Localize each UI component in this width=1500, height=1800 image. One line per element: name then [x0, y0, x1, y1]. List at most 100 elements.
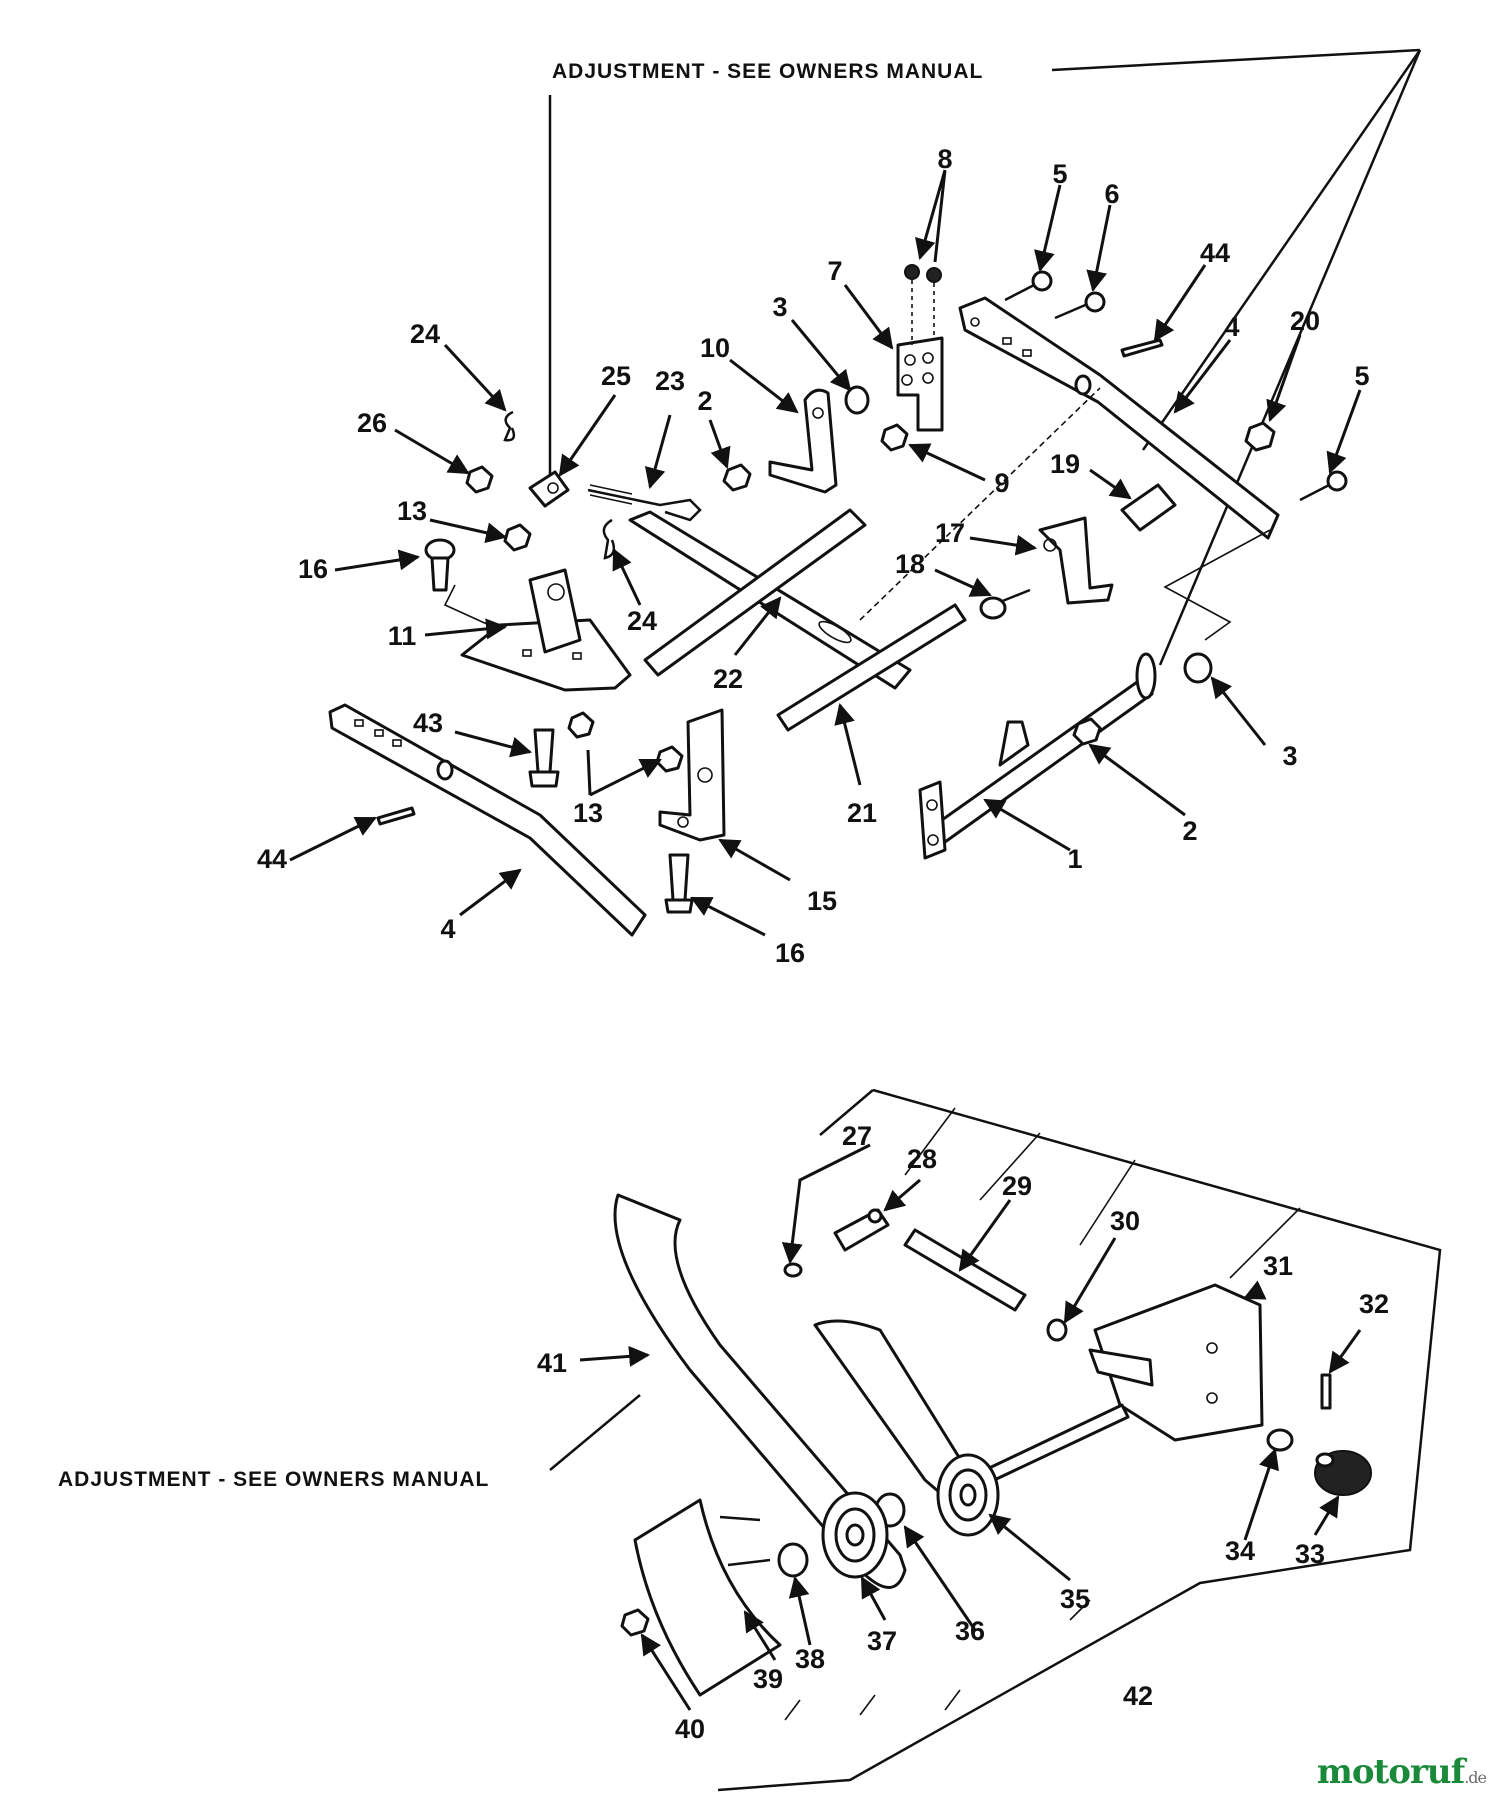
bottom-adjustment-heading: ADJUSTMENT - SEE OWNERS MANUAL: [58, 1468, 489, 1491]
callout-part-9: 9: [994, 468, 1009, 498]
bolt-part-16-lower: [664, 853, 694, 914]
callout-part-8: 8: [937, 144, 952, 174]
callout-part-7: 7: [827, 256, 842, 286]
bolt-part-43: [528, 728, 560, 788]
top-adjustment-heading: ADJUSTMENT - SEE OWNERS MANUAL: [552, 60, 983, 83]
pin-part-44-upper: [1120, 338, 1164, 358]
bracket-part-7: [896, 336, 944, 432]
callout-part-19: 19: [1050, 449, 1080, 479]
callout-part-5: 5: [1052, 159, 1067, 189]
callout-part-13: 13: [573, 798, 603, 828]
callout-part-16: 16: [775, 938, 805, 968]
bolt-part-16-upper: [424, 538, 456, 592]
screw-part-8: [904, 264, 942, 345]
spacer-part-3-lower: [1183, 652, 1213, 684]
callout-part-6: 6: [1104, 179, 1119, 209]
washer-part-34: [1266, 1428, 1294, 1452]
top-adjustment-leaders: [548, 48, 1422, 666]
bracket-part-15: [658, 708, 726, 842]
callout-part-43: 43: [413, 708, 443, 738]
connector-part-28: [833, 1208, 890, 1252]
callout-part-44: 44: [1200, 238, 1230, 268]
nut-part-13-lower: [655, 745, 684, 773]
callout-part-1: 1: [1067, 844, 1082, 874]
callout-part-26: 26: [357, 408, 387, 438]
bolt-part-6: [1054, 291, 1106, 320]
callout-part-20: 20: [1290, 306, 1320, 336]
callout-part-23: 23: [655, 366, 685, 396]
arm-part-4-lower: [328, 703, 647, 937]
knob-part-33: [1314, 1450, 1372, 1496]
shaft-part-21: [776, 603, 967, 732]
watermark-brand: motoruf: [1316, 1752, 1465, 1792]
bracket-part-17: [1038, 516, 1114, 605]
callout-part-4: 4: [1224, 312, 1239, 342]
pulley-part-35: [936, 1453, 1000, 1537]
callout-part-41: 41: [537, 1348, 567, 1378]
callout-part-3: 3: [1282, 741, 1297, 771]
spacer-part-19: [1120, 483, 1177, 532]
callout-part-18: 18: [895, 549, 925, 579]
rod-part-23: [587, 484, 702, 522]
nut-part-13-mid: [567, 711, 595, 739]
enclosure-leader-ticks: [904, 1107, 1301, 1279]
callout-part-17: 17: [935, 518, 965, 548]
washer-part-30: [1046, 1318, 1068, 1342]
nut-part-2-upper: [722, 463, 752, 492]
enclosure-outline-42: [717, 1088, 1442, 1792]
callout-part-39: 39: [753, 1664, 783, 1694]
callout-part-37: 37: [867, 1626, 897, 1656]
bracket-part-10: [768, 388, 838, 494]
nut-part-13-upper: [503, 523, 532, 552]
callout-part-33: 33: [1295, 1539, 1325, 1569]
callout-part-29: 29: [1002, 1171, 1032, 1201]
nut-part-9: [880, 423, 909, 452]
pin-part-32: [1320, 1373, 1332, 1410]
callout-part-35: 35: [1060, 1584, 1090, 1614]
nut-part-40: [620, 1608, 650, 1637]
callout-part-24: 24: [627, 606, 657, 636]
callout-part-34: 34: [1225, 1536, 1255, 1566]
shaft-part-22-upper: [643, 508, 867, 677]
clip-part-24-upper: [503, 410, 516, 442]
spacer-part-38: [777, 1542, 809, 1578]
callout-part-21: 21: [847, 798, 877, 828]
callout-part-28: 28: [907, 1144, 937, 1174]
callout-part-15: 15: [807, 886, 837, 916]
nut-part-2-lower: [1072, 717, 1102, 746]
watermark-logo: motoruf.de: [1316, 1752, 1487, 1792]
callout-numbers: 8 5 6 44 7 3 10 2 4 20 5 24 25 23 26 9 1…: [257, 144, 1389, 1744]
callout-part-4: 4: [440, 914, 455, 944]
callout-part-42: 42: [1123, 1681, 1153, 1711]
assembly-leaders-top: [443, 387, 1271, 641]
callout-part-25: 25: [601, 361, 631, 391]
watermark-tld: .de: [1464, 1768, 1487, 1787]
callout-part-30: 30: [1110, 1206, 1140, 1236]
callout-part-24: 24: [410, 319, 440, 349]
bottom-leader-ticks: [784, 1599, 1091, 1721]
belt-part-41: [613, 1193, 978, 1589]
nut-part-20: [1244, 421, 1276, 452]
shaft-part-1: [918, 652, 1157, 860]
arm-part-4-upper: [958, 296, 1280, 540]
callout-part-31: 31: [1263, 1251, 1293, 1281]
callout-part-11: 11: [388, 621, 417, 651]
callout-part-40: 40: [675, 1714, 705, 1744]
spacer-part-3-upper: [844, 385, 870, 415]
callout-part-10: 10: [700, 333, 730, 363]
callout-part-16: 16: [298, 554, 328, 584]
pulley-part-37: [821, 1491, 889, 1579]
pin-part-44-lower: [376, 806, 416, 826]
bolt-part-18: [979, 588, 1031, 620]
bottom-adjustment-leader: [549, 1394, 641, 1471]
nut-part-26: [465, 465, 494, 494]
rod-part-29: [903, 1228, 1027, 1312]
clip-part-27: [783, 1262, 803, 1278]
bolt-part-5-lower: [1299, 470, 1348, 502]
callout-part-2: 2: [697, 386, 712, 416]
clevis-part-25: [528, 470, 570, 508]
callout-part-38: 38: [795, 1644, 825, 1674]
clip-part-24-lower: [602, 518, 616, 560]
callout-part-36: 36: [955, 1616, 985, 1646]
callout-part-27: 27: [842, 1121, 872, 1151]
